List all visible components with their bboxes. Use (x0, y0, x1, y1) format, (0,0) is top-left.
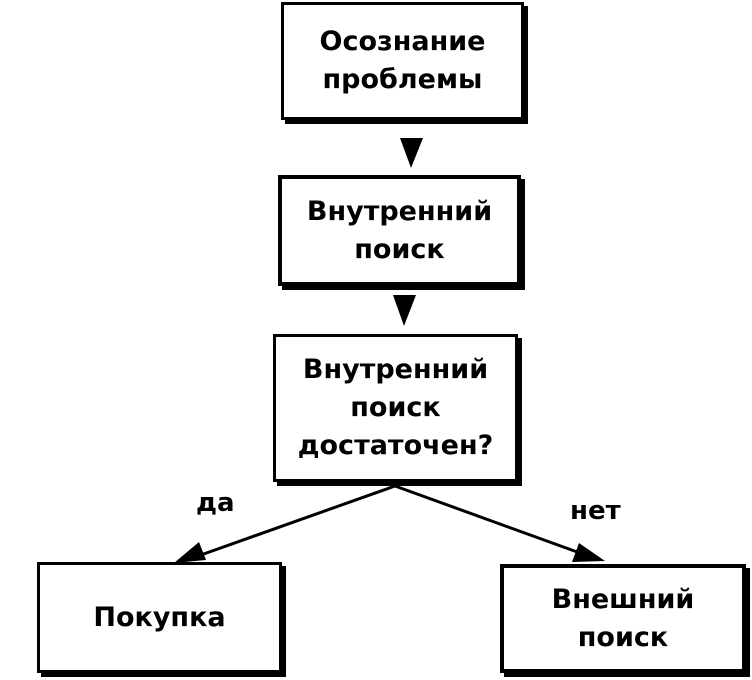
purchase-label: Покупка (93, 601, 226, 633)
arrow-internal-to-decision (393, 295, 416, 326)
yes-edge-label: да (196, 488, 235, 518)
internal-search-box: Внутренний поиск (278, 175, 521, 286)
external-search-label: Внешний поиск (551, 583, 695, 653)
internal-search-label: Внутренний поиск (306, 195, 493, 265)
branch-line-no (394, 484, 581, 555)
no-edge-label: нет (570, 496, 621, 526)
branch-line-yes (197, 484, 396, 558)
decision-label: Внутренний поиск достаточен? (297, 354, 494, 461)
arrow-problem-to-internal (400, 138, 423, 168)
problem-recognition-label: Осознание проблемы (319, 26, 486, 95)
external-search-box: Внешний поиск (500, 564, 746, 673)
problem-recognition-box: Осознание проблемы (281, 2, 524, 120)
decision-box: Внутренний поиск достаточен? (273, 334, 518, 482)
arrowhead-yes (174, 542, 206, 563)
arrowhead-no (572, 543, 605, 562)
purchase-box: Покупка (37, 562, 282, 673)
